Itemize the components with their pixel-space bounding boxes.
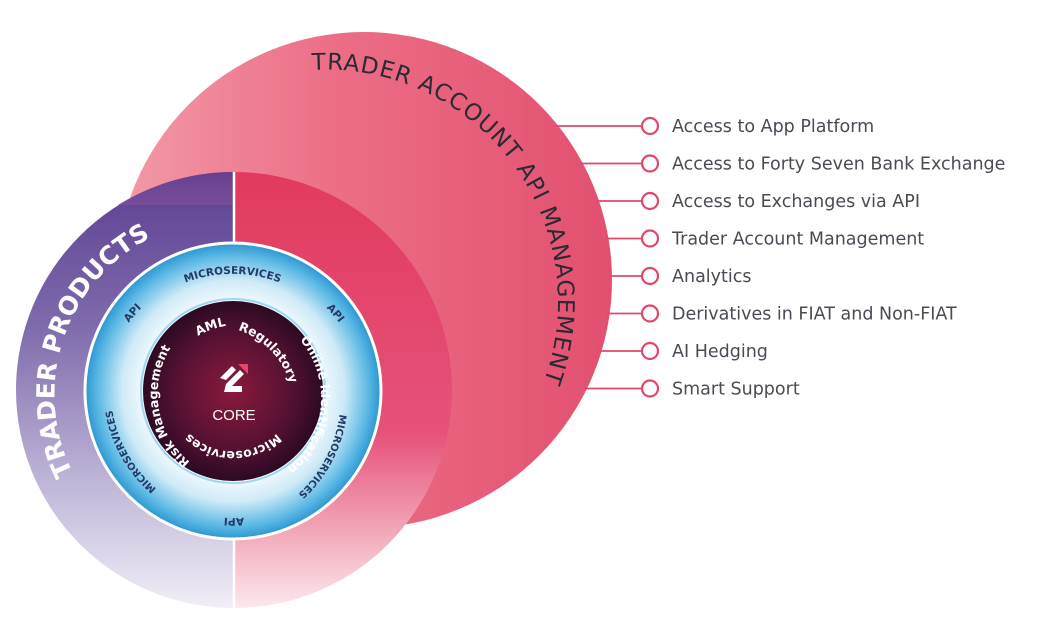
feature-label: Analytics [672,267,751,287]
feature-bullet-icon [640,341,660,361]
feature-item: AI Hedging [598,341,768,362]
feature-bullet-icon [640,229,660,248]
feature-bullet-icon [640,304,660,323]
feature-bullet-icon [640,154,660,173]
feature-item: Derivatives in FIAT and Non-FIAT [606,304,957,325]
feature-item: Smart Support [584,379,800,400]
feature-bullet-icon [640,116,660,136]
feature-label: Derivatives in FIAT and Non-FIAT [672,305,957,325]
core-logo-icon [220,364,248,392]
feature-item: Access to App Platform [555,116,874,137]
api-bottom-label: API [224,515,245,527]
feature-label: AI Hedging [672,342,768,362]
feature-item: Analytics [608,266,751,287]
ring-inner-edge [140,298,326,484]
feature-label: Smart Support [672,380,800,400]
overlap-tint [118,171,234,205]
feature-label: Access to App Platform [672,117,874,137]
feature-label: Trader Account Management [671,230,924,250]
core-label: CORE [212,407,255,424]
feature-bullet-icon [640,379,660,398]
feature-bullet-icon [640,266,660,286]
feature-bullet-icon [640,191,660,211]
feature-label: Access to Forty Seven Bank Exchange [672,155,1005,175]
feature-label: Access to Exchanges via API [672,192,920,212]
feature-item: Trader Account Management [605,229,924,250]
feature-item: Access to Forty Seven Bank Exchange [579,154,1005,175]
feature-item: Access to Exchanges via API [596,191,920,212]
